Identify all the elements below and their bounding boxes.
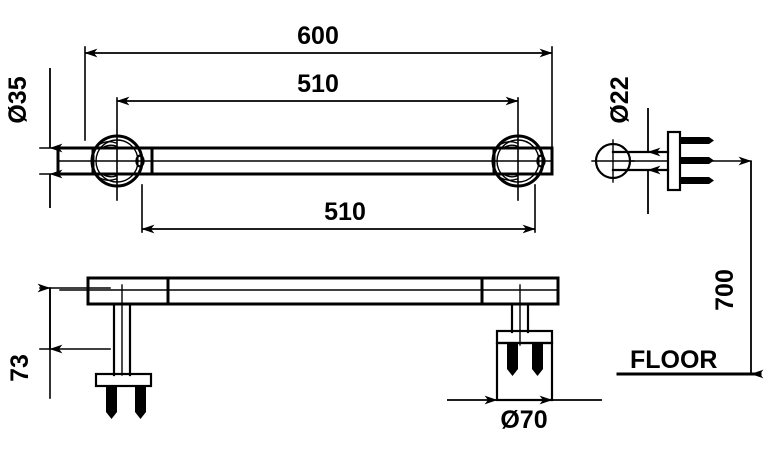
right-post-screw-a [507,344,518,376]
dimension-label-d35: Ø35 [4,76,32,123]
dimension-label-600: 600 [297,22,339,50]
side-detail-group: Ø22 700 FLOOR [591,76,764,379]
right-set-screw [536,154,546,168]
left-rosette-arc-b [99,177,117,181]
left-post-screw-a [106,387,117,419]
dimension-label-d22: Ø22 [606,76,634,123]
right-post-screw-b [532,344,543,376]
right-rosette-arc-d [504,174,518,178]
left-rosette-arc-d [103,174,117,178]
right-rosette-arc-b [500,177,518,181]
right-rosette-arc-c [504,144,518,148]
left-post-base-flange [94,372,153,388]
front-view-group: 73 Ø70 [6,276,602,434]
side-detail-screw-group [681,137,714,184]
side-detail-screw-top [681,137,714,144]
floor-label: FLOOR [630,346,718,374]
side-detail-screw-bottom [681,177,714,184]
front-view-right-post [495,284,554,402]
left-set-screw [135,154,145,168]
dimension-label-700: 700 [711,269,739,311]
dimension-label-d70: Ø70 [500,406,547,434]
dimension-label-510-upper: 510 [297,70,339,98]
dimension-label-73: 73 [6,354,34,382]
right-rosette-arc-a [500,141,518,145]
side-detail-wall-flange [666,130,682,192]
dimension-label-510-lower: 510 [324,198,366,226]
side-detail-screw-middle [681,157,714,164]
right-post-cylinder-cover [495,341,554,402]
left-post-screw-b [135,387,146,419]
left-rosette-arc-a [99,141,117,145]
left-rosette-arc-c [103,144,117,148]
front-view-left-post [94,284,153,419]
top-view-group: 600 510 510 Ø35 [4,22,554,234]
